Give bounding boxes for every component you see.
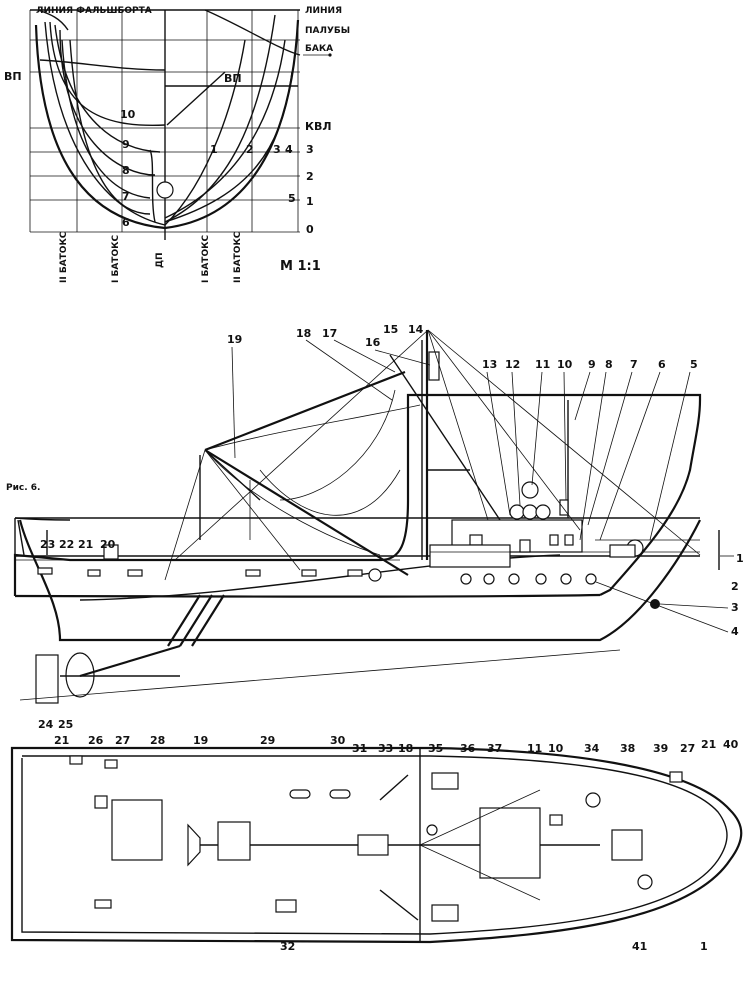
plan-callout-37: 37 bbox=[487, 742, 502, 755]
forecastle-line-label-1: ЛИНИЯ bbox=[305, 6, 342, 16]
forecastle-line-label-2: ПАЛУБЫ bbox=[305, 26, 350, 36]
plan-callout-33: 33 bbox=[378, 742, 393, 755]
figure-caption: Рис. 6. bbox=[6, 483, 40, 493]
buttock-1-right: I БАТОКС bbox=[201, 235, 211, 283]
station-6: 6 bbox=[122, 216, 130, 229]
side-callout-19: 19 bbox=[227, 333, 242, 346]
plan-callout-35: 35 bbox=[428, 742, 443, 755]
buttock-2-right: II БАТОКС bbox=[233, 231, 243, 283]
side-callouts: 1 2 3 4 5 6 7 8 9 10 11 12 13 14 15 16 1… bbox=[38, 323, 744, 731]
station-9: 9 bbox=[122, 138, 130, 151]
deck-plan bbox=[10, 746, 743, 944]
side-elevation bbox=[13, 329, 720, 704]
plan-callout-21b: 21 bbox=[701, 738, 716, 751]
plan-callout-11: 11 bbox=[527, 742, 542, 755]
side-callout-1: 1 bbox=[736, 552, 744, 565]
waterline-3: 3 bbox=[306, 143, 314, 156]
side-callout-4: 4 bbox=[731, 625, 739, 638]
body-plan-grid bbox=[29, 9, 300, 240]
plan-callout-29: 29 bbox=[260, 734, 275, 747]
side-callout-23: 23 bbox=[40, 538, 55, 551]
plan-callout-41: 41 bbox=[632, 940, 647, 953]
side-callout-21: 21 bbox=[78, 538, 93, 551]
plan-callout-19: 19 bbox=[193, 734, 208, 747]
plan-callout-30: 30 bbox=[330, 734, 346, 747]
station-7: 7 bbox=[122, 190, 130, 203]
side-callout-7: 7 bbox=[630, 358, 638, 371]
side-callout-15: 15 bbox=[383, 323, 398, 336]
plan-callout-10: 10 bbox=[548, 742, 564, 755]
side-callout-14: 14 bbox=[408, 323, 424, 336]
side-callout-25: 25 bbox=[58, 718, 73, 731]
fwd-frames bbox=[164, 9, 301, 230]
plan-callout-1: 1 bbox=[700, 940, 708, 953]
centerline-label: ДП bbox=[155, 252, 165, 268]
station-5: 5 bbox=[288, 192, 296, 205]
plan-callout-27a: 27 bbox=[115, 734, 130, 747]
plan-callout-34: 34 bbox=[584, 742, 600, 755]
station-10: 10 bbox=[120, 108, 136, 121]
plan-callout-38: 38 bbox=[620, 742, 635, 755]
plan-callout-39: 39 bbox=[653, 742, 668, 755]
body-plan: ЛИНИЯ ФАЛЬШБОРТА ЛИНИЯ ПАЛУБЫ БАКА ВП ВП… bbox=[4, 6, 350, 283]
side-callout-8: 8 bbox=[605, 358, 613, 371]
side-callout-2: 2 bbox=[731, 580, 739, 593]
station-3: 3 bbox=[273, 143, 281, 156]
aft-frames bbox=[34, 9, 174, 230]
side-callout-16: 16 bbox=[365, 336, 381, 349]
wl-left-label: ВП bbox=[4, 70, 22, 83]
station-2: 2 bbox=[246, 143, 254, 156]
station-8: 8 bbox=[122, 164, 130, 177]
waterline-1: 1 bbox=[306, 195, 314, 208]
side-callout-10: 10 bbox=[557, 358, 573, 371]
side-callout-17: 17 bbox=[322, 327, 337, 340]
forecastle-line-label-3: БАКА bbox=[305, 44, 333, 54]
plan-callout-32: 32 bbox=[280, 940, 295, 953]
station-1: 1 bbox=[210, 143, 218, 156]
side-callout-6: 6 bbox=[658, 358, 666, 371]
side-callout-11: 11 bbox=[535, 358, 550, 371]
side-callout-13: 13 bbox=[482, 358, 497, 371]
plan-callout-36: 36 bbox=[460, 742, 476, 755]
side-callout-18: 18 bbox=[296, 327, 311, 340]
plan-callout-40: 40 bbox=[723, 738, 739, 751]
bulwark-line-label: ЛИНИЯ ФАЛЬШБОРТА bbox=[36, 6, 152, 16]
buttock-1-left: I БАТОКС bbox=[111, 235, 121, 283]
waterline-0: 0 bbox=[306, 223, 314, 236]
side-callout-22: 22 bbox=[59, 538, 74, 551]
waterline-2: 2 bbox=[306, 170, 314, 183]
side-callout-12: 12 bbox=[505, 358, 520, 371]
plan-callout-31: 31 bbox=[352, 742, 367, 755]
side-callout-20: 20 bbox=[100, 538, 116, 551]
plan-callout-21a: 21 bbox=[54, 734, 69, 747]
side-callout-3: 3 bbox=[731, 601, 739, 614]
side-callout-9: 9 bbox=[588, 358, 596, 371]
buttock-2-left: II БАТОКС bbox=[59, 231, 69, 283]
side-callout-24: 24 bbox=[38, 718, 54, 731]
kvl-label: КВЛ bbox=[305, 120, 332, 133]
plan-callout-27b: 27 bbox=[680, 742, 695, 755]
plan-callout-28: 28 bbox=[150, 734, 165, 747]
plan-callouts: 21 26 27 28 19 29 30 31 33 18 35 36 37 1… bbox=[54, 734, 739, 953]
plan-callout-26: 26 bbox=[88, 734, 104, 747]
station-4: 4 bbox=[285, 143, 293, 156]
wl-mid-label: ВП bbox=[224, 72, 242, 85]
side-callout-5: 5 bbox=[690, 358, 698, 371]
scale-label: М 1:1 bbox=[280, 259, 321, 274]
plan-callout-18: 18 bbox=[398, 742, 413, 755]
